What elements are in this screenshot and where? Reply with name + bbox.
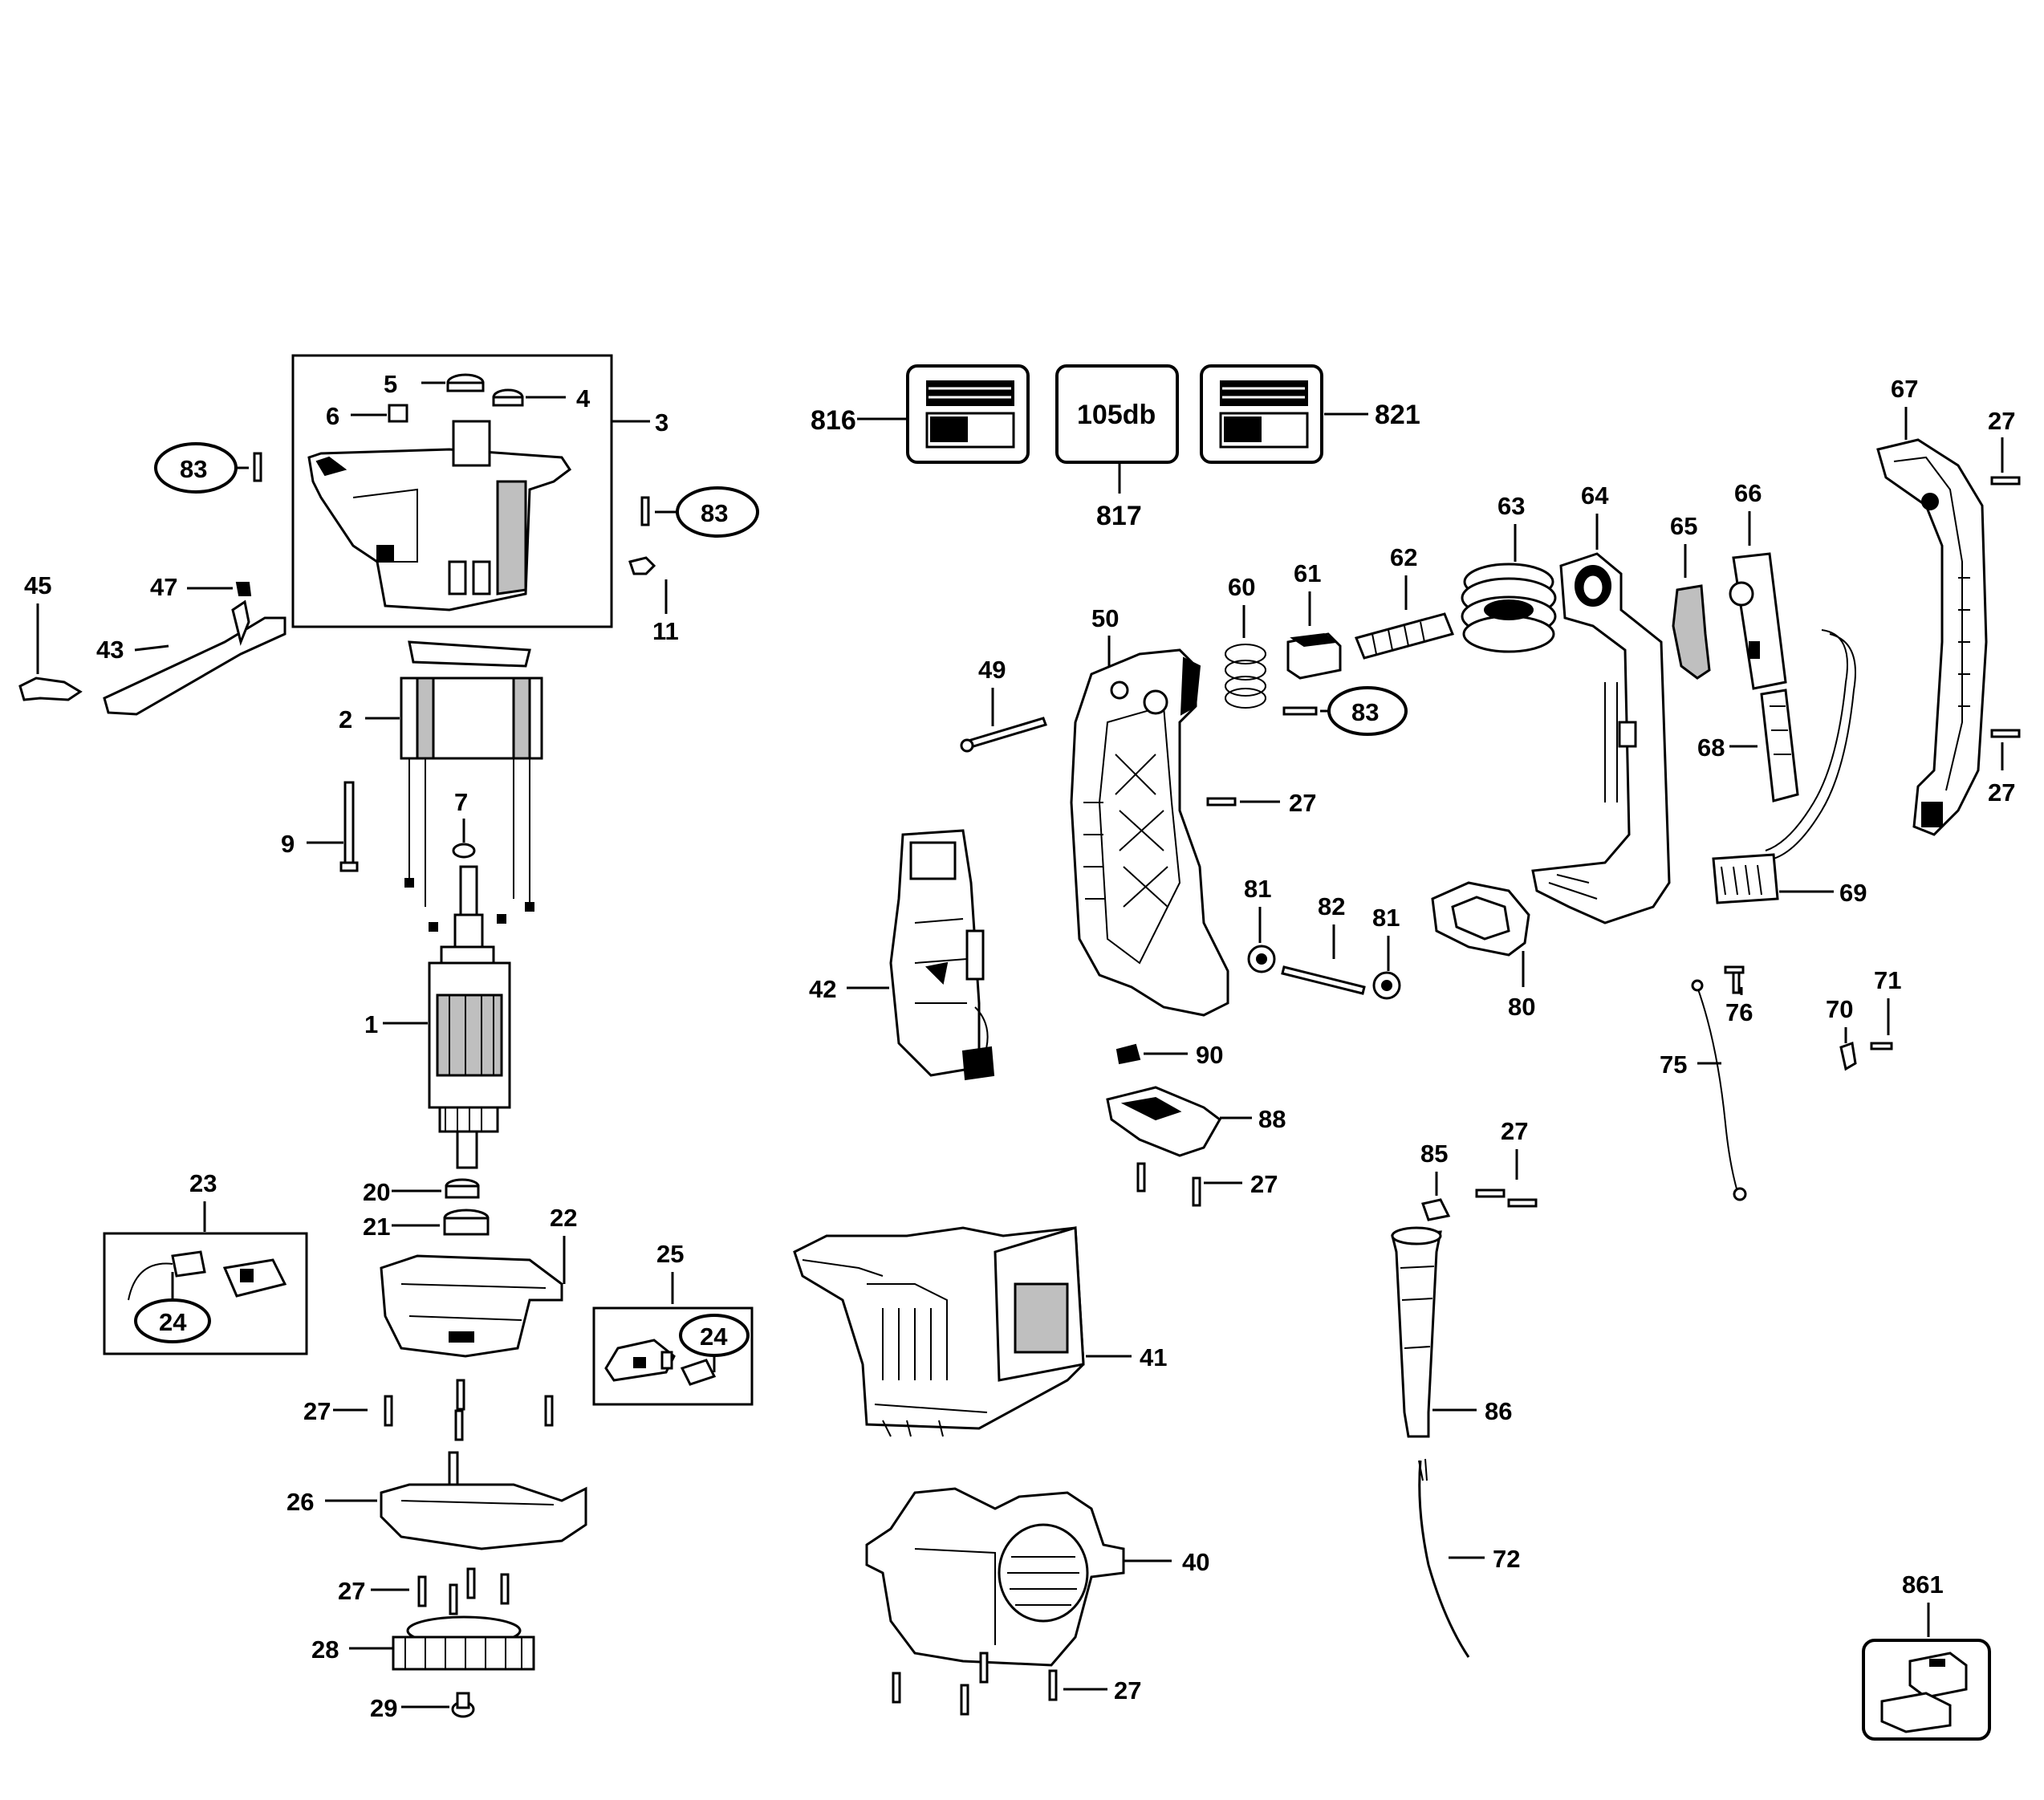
callout-90: 90 <box>1196 1041 1223 1069</box>
callout-50: 50 <box>1091 604 1119 632</box>
callout-23: 23 <box>189 1169 217 1197</box>
callout-63: 63 <box>1497 492 1525 520</box>
armature <box>428 865 511 1169</box>
callout-22: 22 <box>550 1204 577 1232</box>
callout-41: 41 <box>1140 1343 1167 1371</box>
callout-29: 29 <box>370 1694 397 1722</box>
callout-21: 21 <box>363 1213 390 1241</box>
callout-40: 40 <box>1182 1548 1209 1576</box>
callout-20: 20 <box>363 1178 390 1206</box>
callout-88: 88 <box>1258 1105 1286 1133</box>
callout-817: 817 <box>1096 501 1142 531</box>
callout-83-a: 83 <box>180 455 207 483</box>
callout-24-b: 24 <box>700 1323 728 1351</box>
callout-64: 64 <box>1581 481 1609 510</box>
callout-7: 7 <box>454 788 468 816</box>
callout-861: 861 <box>1902 1570 1944 1599</box>
callout-68: 68 <box>1697 733 1725 762</box>
callout-1: 1 <box>364 1010 378 1038</box>
callout-86: 86 <box>1485 1397 1512 1425</box>
callout-82: 82 <box>1318 892 1345 920</box>
callout-81-b: 81 <box>1372 904 1400 932</box>
callout-27-b: 27 <box>338 1577 365 1605</box>
callout-76: 76 <box>1725 998 1753 1026</box>
callout-5: 5 <box>384 370 397 398</box>
callout-27-a: 27 <box>303 1397 331 1425</box>
callout-81-a: 81 <box>1244 875 1271 903</box>
callout-821: 821 <box>1375 400 1420 430</box>
field-coil <box>400 640 543 932</box>
callout-3: 3 <box>655 408 668 437</box>
callout-61: 61 <box>1294 559 1321 587</box>
callout-816: 816 <box>811 405 856 436</box>
electronic-module <box>889 829 995 1081</box>
gear-housing-assembly <box>291 354 613 628</box>
callout-42: 42 <box>809 975 836 1003</box>
callout-47: 47 <box>150 573 177 601</box>
callout-60: 60 <box>1228 573 1255 601</box>
callout-27-f: 27 <box>1250 1170 1278 1198</box>
callout-67: 67 <box>1891 375 1918 403</box>
callout-9: 9 <box>281 830 295 858</box>
callout-43: 43 <box>96 636 124 664</box>
callout-27-c: 27 <box>1289 789 1316 817</box>
main-housing <box>793 1226 1085 1437</box>
callout-2: 2 <box>339 705 352 733</box>
sound-level-label-text: 105db <box>1077 400 1156 430</box>
callout-27-e: 27 <box>1988 778 2015 807</box>
callout-85: 85 <box>1420 1140 1448 1168</box>
auxiliary-handle <box>1531 552 1671 924</box>
callout-26: 26 <box>286 1488 314 1516</box>
callout-72: 72 <box>1493 1545 1520 1573</box>
rear-handle <box>1876 438 1988 836</box>
callout-71: 71 <box>1874 966 1901 994</box>
callout-65: 65 <box>1670 512 1697 540</box>
callout-25: 25 <box>656 1240 684 1268</box>
callout-6: 6 <box>326 402 339 430</box>
callout-4: 4 <box>576 384 591 412</box>
callout-80: 80 <box>1508 993 1535 1021</box>
callout-28: 28 <box>311 1635 339 1664</box>
callout-27-g: 27 <box>1114 1676 1141 1705</box>
callout-75: 75 <box>1660 1050 1687 1079</box>
callout-83-b: 83 <box>701 499 728 527</box>
callout-70: 70 <box>1826 995 1853 1023</box>
handle-housing-half <box>1070 648 1229 1017</box>
callout-45: 45 <box>24 571 51 599</box>
callout-49: 49 <box>978 656 1006 684</box>
callout-11: 11 <box>652 617 679 645</box>
callout-66: 66 <box>1734 479 1762 507</box>
callout-69: 69 <box>1839 879 1867 907</box>
callout-62: 62 <box>1390 543 1417 571</box>
callout-24-a: 24 <box>159 1308 187 1336</box>
callout-27-h: 27 <box>1501 1117 1528 1145</box>
bottom-cover <box>865 1487 1125 1667</box>
callout-83-c: 83 <box>1351 698 1379 726</box>
callout-27-d: 27 <box>1988 407 2015 435</box>
